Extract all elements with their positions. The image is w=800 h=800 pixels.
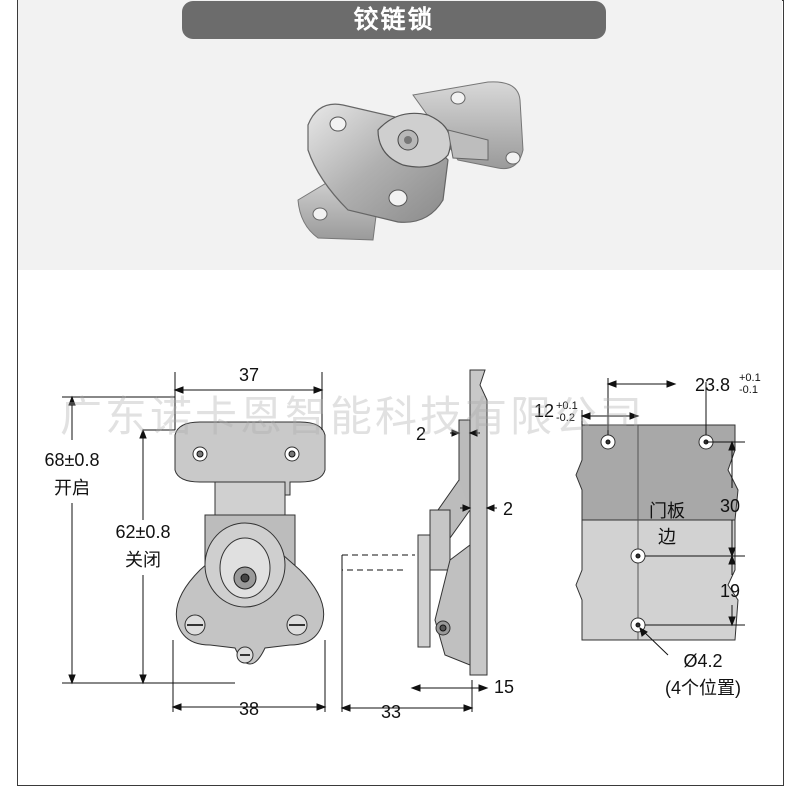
dim-vertical-upper: 30 <box>720 496 740 516</box>
label-edge: 边 <box>658 527 676 547</box>
dim-thickness-top: 2 <box>416 424 426 444</box>
dim-depth-right: 15 <box>494 677 514 697</box>
side-view <box>340 369 497 712</box>
label-hole-count: (4个位置) <box>665 678 741 698</box>
label-panel: 门板 <box>649 501 685 521</box>
label-open: 开启 <box>54 478 90 498</box>
dim-spacing-top-tol-plus: +0.1 <box>739 372 761 384</box>
page-title: 铰链锁 <box>182 1 606 39</box>
dim-thickness-mid: 2 <box>503 499 513 519</box>
dim-hole-diameter: Ø4.2 <box>683 651 722 671</box>
product-photo-area <box>18 0 782 270</box>
dim-depth-bottom: 33 <box>381 702 401 722</box>
dim-open-height: 68±0.8 <box>45 450 100 470</box>
dim-width-top: 37 <box>239 365 259 385</box>
dim-offset-left: 12 <box>534 401 554 421</box>
mount-view <box>575 378 745 656</box>
dim-offset-left-tol-minus: -0.2 <box>556 412 575 424</box>
dim-closed-height: 62±0.8 <box>116 522 171 542</box>
product-photo <box>297 81 524 241</box>
dim-vertical-lower: 19 <box>720 581 740 601</box>
dim-offset-left-tol-plus: +0.1 <box>556 400 578 412</box>
dim-width-bottom: 38 <box>239 699 259 719</box>
label-closed: 关闭 <box>125 550 161 570</box>
dim-spacing-top-tol-minus: -0.1 <box>739 384 758 396</box>
front-view <box>62 372 327 712</box>
dim-spacing-top: 23.8 <box>695 375 730 395</box>
